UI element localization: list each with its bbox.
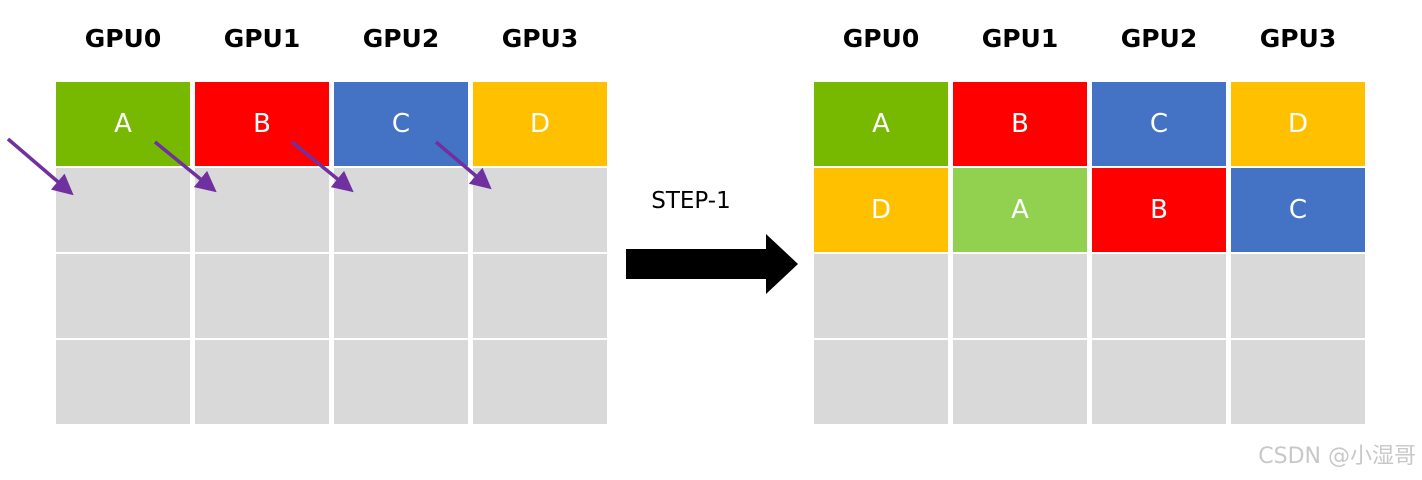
right-gpu3-chunk-d: D <box>1231 82 1365 166</box>
left-gpu2-empty-slot <box>334 340 468 424</box>
transfer-arrow-2 <box>153 140 217 193</box>
transfer-arrows <box>6 137 492 196</box>
watermark: CSDN @小湿哥 <box>1258 444 1416 469</box>
left-gpu1-empty-slot <box>195 168 329 252</box>
left-gpu1-empty-slot <box>195 340 329 424</box>
right-gpu1-chunk-b: B <box>953 82 1087 166</box>
left-gpu3-empty-slot <box>473 254 607 338</box>
step-arrow-icon <box>626 234 798 294</box>
right-gpu1-empty-slot <box>953 340 1087 424</box>
right-gpu2-chunk-b: B <box>1092 168 1226 252</box>
right-gpu0-chunk-d: D <box>814 168 948 252</box>
right-gpu1-chunk-a: A <box>953 168 1087 252</box>
left-header-gpu2: GPU2 <box>362 24 440 53</box>
left-gpu3-chunk-d: D <box>473 82 607 166</box>
right-gpu2-empty-slot <box>1092 340 1226 424</box>
right-gpu0-empty-slot <box>814 340 948 424</box>
right-gpu0-chunk-a: A <box>814 82 948 166</box>
left-gpu2-empty-slot <box>334 168 468 252</box>
left-gpu3-empty-slot <box>473 168 607 252</box>
right-header-gpu2: GPU2 <box>1120 24 1198 53</box>
left-gpu0-empty-slot <box>56 254 190 338</box>
right-gpu2-chunk-c: C <box>1092 82 1226 166</box>
right-gpu3-empty-slot <box>1231 340 1365 424</box>
right-gpu0-empty-slot <box>814 254 948 338</box>
right-header-gpu3: GPU3 <box>1259 24 1337 53</box>
right-gpu2-empty-slot <box>1092 254 1226 338</box>
right-header-gpu0: GPU0 <box>842 24 920 53</box>
step-label: STEP-1 <box>651 188 731 214</box>
left-header-gpu0: GPU0 <box>84 24 162 53</box>
transfer-arrow-4 <box>434 140 492 190</box>
right-gpu1-empty-slot <box>953 254 1087 338</box>
transfer-arrow-3 <box>290 140 354 193</box>
right-gpu3-empty-slot <box>1231 254 1365 338</box>
left-gpu0-empty-slot <box>56 340 190 424</box>
left-header-gpu1: GPU1 <box>223 24 301 53</box>
left-header-gpu3: GPU3 <box>501 24 579 53</box>
right-gpu3-chunk-c: C <box>1231 168 1365 252</box>
left-gpu3-empty-slot <box>473 340 607 424</box>
right-header-gpu1: GPU1 <box>981 24 1059 53</box>
left-gpu2-empty-slot <box>334 254 468 338</box>
left-gpu0-empty-slot <box>56 168 190 252</box>
transfer-arrow-1 <box>6 137 74 196</box>
left-gpu1-empty-slot <box>195 254 329 338</box>
